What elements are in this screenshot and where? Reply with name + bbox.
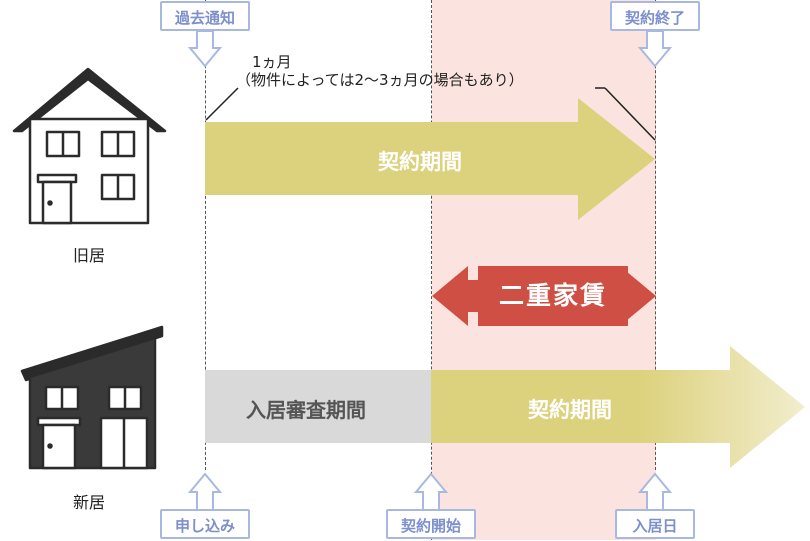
contract-end-pointer-icon [637, 30, 673, 68]
double-rent-box [478, 266, 628, 326]
new-house-icon [20, 325, 164, 470]
notice-period-note: （物件によっては2〜3ヵ月の場合もあり） [236, 71, 524, 89]
contract-end-guide-line [655, 0, 656, 470]
contract-end-tag: 契約終了 [610, 1, 700, 31]
new-contract-period-label: 契約期間 [528, 398, 612, 422]
notice-tag: 過去通知 [160, 1, 250, 31]
notice-period-label: 1ヵ月 [252, 53, 292, 71]
notice-pointer-icon [187, 30, 223, 68]
screening-bar [205, 370, 431, 443]
screening-period-label: 入居審査期間 [246, 398, 366, 422]
new-home-label: 新居 [73, 493, 106, 512]
contract-start-guide-line [431, 0, 432, 540]
double-rent-label: 二重家賃 [498, 281, 607, 310]
old-home-label: 旧居 [73, 246, 106, 265]
old-house-icon [12, 67, 167, 225]
move-in-pointer-icon [637, 472, 673, 511]
contract-start-pointer-icon [413, 472, 449, 511]
notice-guide-line [205, 0, 206, 470]
old-contract-period-label: 契約期間 [378, 150, 462, 174]
old-contract-arrow [205, 98, 655, 220]
new-contract-arrow [431, 346, 805, 468]
note-bracket-right-diag [604, 87, 656, 141]
move-in-date-tag: 入居日 [615, 509, 695, 539]
note-bracket-left [205, 87, 239, 121]
contract-start-tag: 契約開始 [386, 509, 476, 539]
application-pointer-icon [187, 472, 223, 511]
application-tag: 申し込み [160, 509, 250, 539]
